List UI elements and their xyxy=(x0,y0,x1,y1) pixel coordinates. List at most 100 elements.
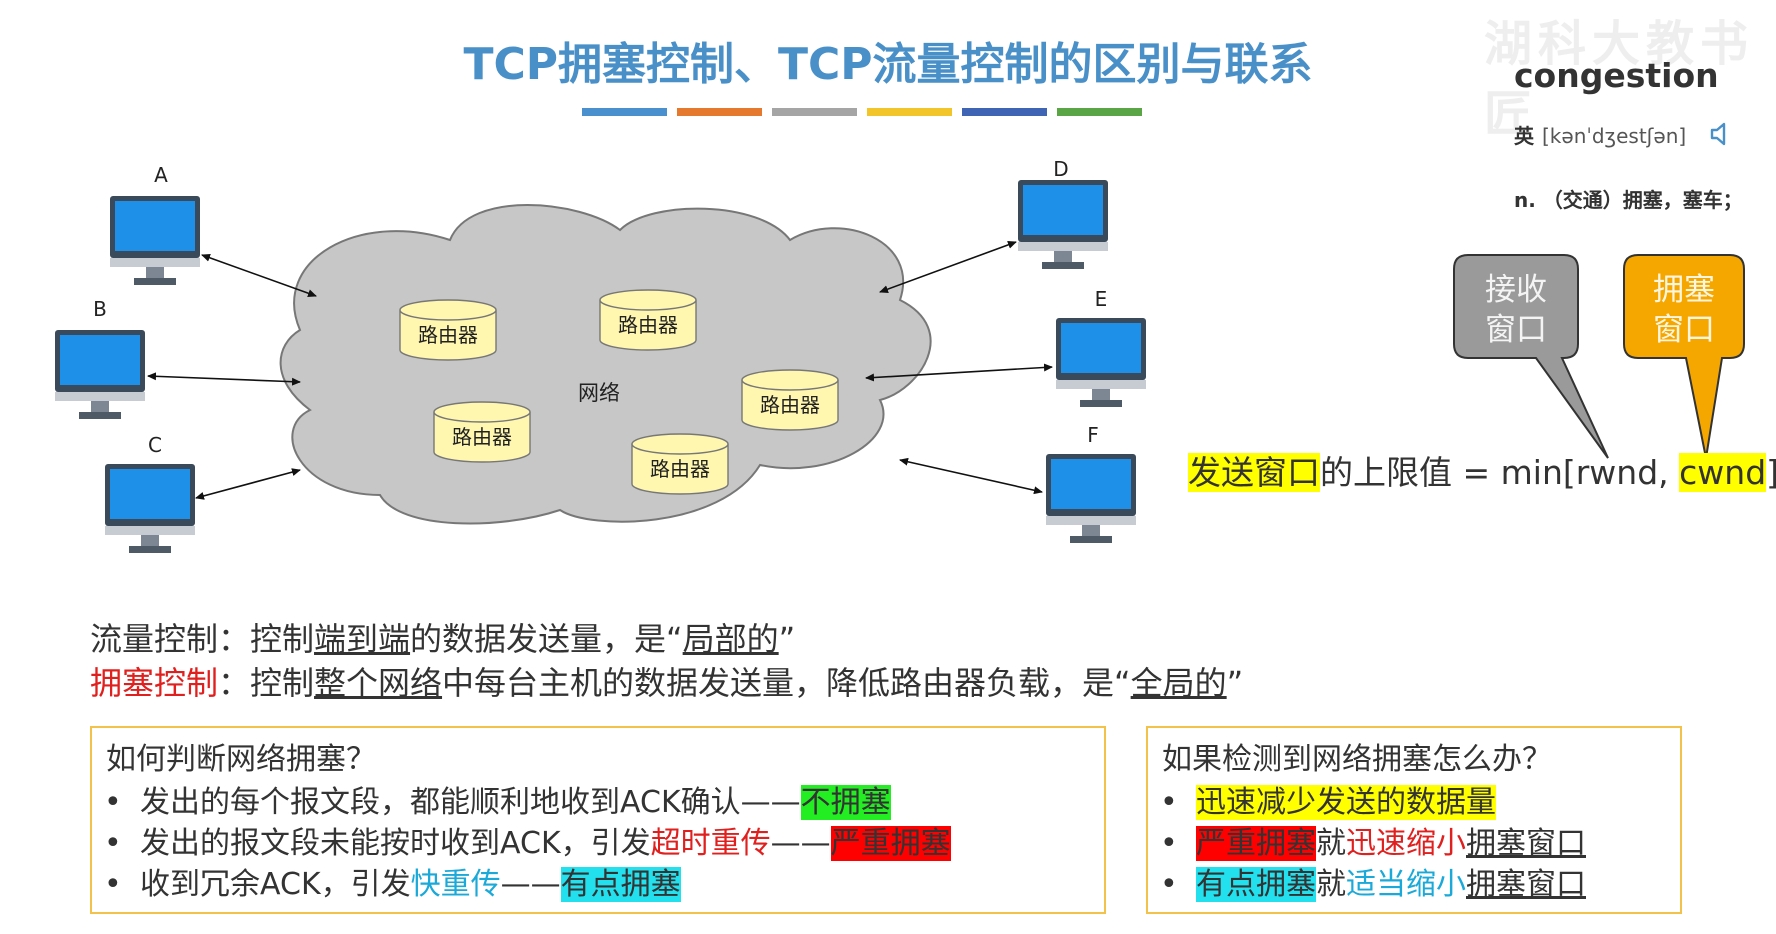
flow-control-nature: 局部的 xyxy=(682,620,779,658)
dictionary-popup: congestion 英 [kənˈdʒestʃən] n. （交通）拥塞，塞车； xyxy=(1470,50,1770,240)
color-bar-2 xyxy=(677,108,762,116)
flow-control-scope: 端到端 xyxy=(314,620,411,658)
congestion-control-definition: 拥塞控制：控制整个网络中每台主机的数据发送量，降低路由器负载，是“全局的” xyxy=(90,658,1243,704)
item-emphasis: 快重传 xyxy=(410,867,501,902)
network-label: 网络 xyxy=(578,381,620,405)
congestion-control-text-b: 中每台主机的数据发送量，降低路由器负载，是“ xyxy=(442,664,1131,702)
host-b-label: B xyxy=(93,297,107,321)
receive-window-line2: 窗口 xyxy=(1485,312,1547,348)
status-tag: 有点拥塞 xyxy=(560,867,681,902)
congestion-window-line1: 拥塞 xyxy=(1653,272,1715,308)
router: 路由器 xyxy=(399,299,497,361)
host-e xyxy=(1056,318,1146,407)
color-bar-1 xyxy=(582,108,667,116)
item-emphasis: 适当缩小 xyxy=(1346,867,1466,902)
item-dash: —— xyxy=(770,826,831,861)
item-text: 收到冗余ACK，引发 xyxy=(140,867,411,902)
dict-word: congestion xyxy=(1514,56,1719,95)
item-text: 发出的每个报文段，都能顺利地收到ACK确认—— xyxy=(140,785,801,820)
host-d xyxy=(1018,180,1108,269)
list-item: 收到冗余ACK，引发快重传——有点拥塞 xyxy=(104,864,1104,905)
item-emphasis: 迅速缩小 xyxy=(1346,826,1466,861)
router-label: 路由器 xyxy=(760,393,820,417)
list-item: 发出的报文段未能按时收到ACK，引发超时重传——严重拥塞 xyxy=(104,823,1104,864)
dict-definition: n. （交通）拥塞，塞车； xyxy=(1514,188,1743,212)
item-emphasis: 超时重传 xyxy=(650,826,771,861)
page-title: TCP拥塞控制、TCP流量控制的区别与联系 xyxy=(463,39,1313,90)
congestion-control-text-c: ” xyxy=(1226,664,1244,702)
list-item: 迅速减少发送的数据量 xyxy=(1160,782,1680,823)
speaker-icon[interactable] xyxy=(1708,120,1736,155)
congestion-control-label: 拥塞控制 xyxy=(90,664,219,702)
send-window-formula: 发送窗口的上限值 = min[rwnd, cwnd] xyxy=(1188,446,1776,494)
action-tag: 迅速减少发送的数据量 xyxy=(1196,785,1496,820)
status-tag: 有点拥塞 xyxy=(1196,867,1316,902)
receive-window-callout: 接收 窗口 xyxy=(1453,254,1609,459)
router-label: 路由器 xyxy=(650,457,710,481)
handle-congestion-box: 如果检测到网络拥塞怎么办？ 迅速减少发送的数据量 严重拥塞就迅速缩小拥塞窗口 有… xyxy=(1146,726,1682,914)
router: 路由器 xyxy=(741,369,839,431)
router-label: 路由器 xyxy=(418,323,478,347)
watermark: 湖科大教书匠 xyxy=(1484,16,1755,142)
status-tag: 严重拥塞 xyxy=(830,826,951,861)
color-bar-3 xyxy=(772,108,857,116)
item-text: 就 xyxy=(1316,826,1346,861)
host-f xyxy=(1046,454,1136,543)
congestion-control-scope: 整个网络 xyxy=(314,664,443,702)
dict-lang: 英 xyxy=(1514,124,1534,148)
link-e xyxy=(865,363,1053,382)
flow-control-definition: 流量控制：控制端到端的数据发送量，是“局部的” xyxy=(90,614,795,660)
congestion-window-line2: 窗口 xyxy=(1653,312,1715,348)
list-item: 有点拥塞就适当缩小拥塞窗口 xyxy=(1160,864,1680,905)
host-c-label: C xyxy=(148,433,162,457)
flow-control-text-c: ” xyxy=(778,620,796,658)
link-c xyxy=(195,468,301,500)
send-window-term: 发送窗口 xyxy=(1188,453,1320,492)
host-e-label: E xyxy=(1095,287,1108,311)
color-bar-6 xyxy=(1057,108,1142,116)
item-dash: —— xyxy=(500,867,561,902)
color-bar-strip xyxy=(582,108,1142,116)
item-tail: 拥塞窗口 xyxy=(1466,867,1586,902)
color-bar-4 xyxy=(867,108,952,116)
host-c xyxy=(105,464,195,553)
congestion-window-callout: 拥塞 窗口 xyxy=(1623,254,1745,459)
item-text: 发出的报文段未能按时收到ACK，引发 xyxy=(140,826,651,861)
host-b xyxy=(55,330,145,419)
dict-phonetic-text: [kənˈdʒestʃən] xyxy=(1542,124,1687,148)
send-window-end: ] xyxy=(1766,453,1776,492)
detect-congestion-heading: 如何判断网络拥塞？ xyxy=(106,742,376,777)
list-item: 发出的每个报文段，都能顺利地收到ACK确认——不拥塞 xyxy=(104,782,1104,823)
flow-control-label: 流量控制 xyxy=(90,620,219,658)
link-d xyxy=(879,241,1017,293)
host-a-label: A xyxy=(154,163,168,187)
handle-congestion-heading: 如果检测到网络拥塞怎么办？ xyxy=(1162,742,1552,777)
congestion-control-text-a: ：控制 xyxy=(218,664,315,702)
color-bar-5 xyxy=(962,108,1047,116)
congestion-control-nature: 全局的 xyxy=(1130,664,1227,702)
router: 路由器 xyxy=(433,401,531,463)
status-tag: 严重拥塞 xyxy=(1196,826,1316,861)
dict-phonetic: 英 [kənˈdʒestʃən] xyxy=(1514,120,1686,149)
link-b xyxy=(147,372,301,386)
status-tag: 不拥塞 xyxy=(800,785,891,820)
detect-congestion-box: 如何判断网络拥塞？ 发出的每个报文段，都能顺利地收到ACK确认——不拥塞 发出的… xyxy=(90,726,1106,914)
flow-control-text-a: ：控制 xyxy=(218,620,315,658)
item-text: 就 xyxy=(1316,867,1346,902)
link-a xyxy=(201,253,317,298)
host-a xyxy=(110,196,200,285)
cwnd-term: cwnd xyxy=(1679,453,1767,492)
item-tail: 拥塞窗口 xyxy=(1466,826,1586,861)
receive-window-line1: 接收 xyxy=(1485,272,1547,308)
send-window-mid: 的上限值 = min[rwnd, xyxy=(1320,453,1680,492)
flow-control-text-b: 的数据发送量，是“ xyxy=(410,620,683,658)
network-diagram: 网络 路由器 路由器 路由器 路由器 路由器 A B C D E F 接收 窗口… xyxy=(55,157,1745,553)
host-d-label: D xyxy=(1053,157,1068,181)
list-item: 严重拥塞就迅速缩小拥塞窗口 xyxy=(1160,823,1680,864)
host-f-label: F xyxy=(1087,423,1099,447)
network-cloud xyxy=(279,204,932,525)
router-label: 路由器 xyxy=(618,313,678,337)
router: 路由器 xyxy=(599,289,697,351)
link-f xyxy=(899,457,1043,495)
router-label: 路由器 xyxy=(452,425,512,449)
